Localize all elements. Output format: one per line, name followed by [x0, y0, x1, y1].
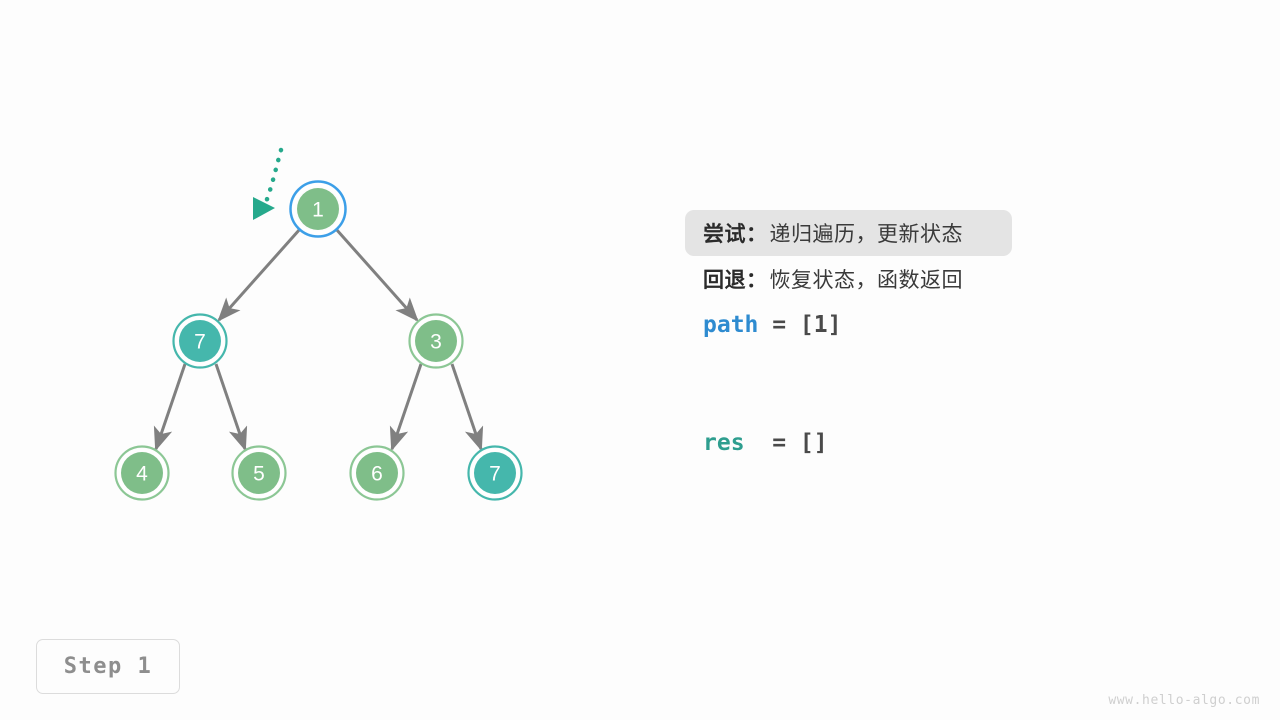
- watermark: www.hello-algo.com: [1108, 693, 1260, 708]
- tree-node-4[interactable]: 4: [114, 445, 170, 501]
- tree-node-6[interactable]: 6: [349, 445, 405, 501]
- code-spacer: [685, 348, 1245, 420]
- tree-node-5-label: 5: [253, 463, 265, 486]
- tree-node-7-right[interactable]: 7: [467, 445, 523, 501]
- tree-node-6-label: 6: [371, 463, 383, 486]
- tree-node-7-left[interactable]: 7: [172, 313, 228, 369]
- info-row-try-text: 递归遍历，更新状态: [769, 223, 963, 246]
- code-row-res: res = []: [685, 420, 1245, 466]
- state-info-panel: 尝试： 递归遍历，更新状态 回退： 恢复状态，函数返回 path = [1] r…: [685, 210, 1245, 466]
- tree-node-3-label: 3: [430, 331, 442, 354]
- binary-tree-diagram: 1 7 3 4 5: [114, 147, 523, 501]
- edge-3-7r: [450, 363, 484, 452]
- tree-node-5[interactable]: 5: [231, 445, 287, 501]
- edge-1-3: [334, 228, 419, 322]
- tree-node-1[interactable]: 1: [289, 180, 347, 238]
- tree-node-7-left-label: 7: [194, 331, 206, 354]
- edge-7-4: [153, 363, 187, 452]
- info-row-try-label: 尝试：: [703, 223, 768, 246]
- tree-node-3[interactable]: 3: [408, 313, 464, 369]
- tree-edges: [153, 228, 484, 452]
- variable-res-value: = []: [744, 430, 828, 456]
- info-row-backtrack-text: 恢复状态，函数返回: [769, 269, 963, 292]
- step-badge: Step 1: [36, 639, 180, 694]
- recursion-pointer-arrow: [253, 147, 284, 220]
- edge-3-6: [389, 363, 423, 452]
- variable-path-value: = [1]: [758, 312, 842, 338]
- tree-node-7-right-label: 7: [489, 463, 501, 486]
- info-row-backtrack-label: 回退：: [703, 269, 768, 292]
- edge-1-7: [217, 228, 302, 322]
- code-row-path: path = [1]: [685, 302, 1245, 348]
- variable-path-name: path: [703, 312, 759, 338]
- variable-res-name: res: [703, 430, 745, 456]
- info-row-backtrack: 回退： 恢复状态，函数返回: [685, 256, 1245, 302]
- tree-node-1-label: 1: [312, 199, 324, 222]
- info-row-try: 尝试： 递归遍历，更新状态: [685, 210, 1012, 256]
- edge-7-5: [214, 363, 248, 452]
- tree-node-4-label: 4: [136, 463, 148, 486]
